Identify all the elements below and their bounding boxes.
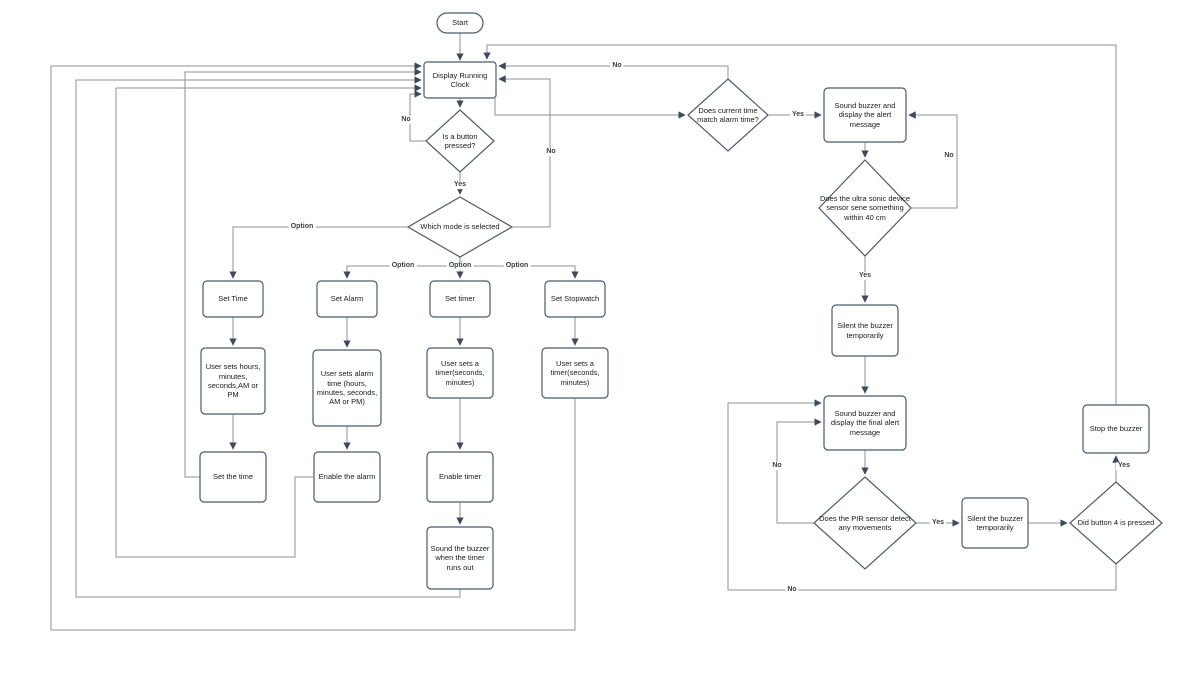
- node-silent-buzzer-temporarily-1: Silent the buzzer temporarily: [837, 321, 893, 340]
- set-stopwatch-shape: [544, 280, 606, 318]
- edge-label-option-set-alarm: Option: [389, 262, 417, 270]
- node-set-the-time: Set the time: [212, 472, 254, 482]
- edge-label-option-set-stopwatch: Option: [503, 262, 531, 270]
- set-the-time-shape: [199, 451, 267, 503]
- edge-label-no-alarm-match: No: [610, 62, 624, 70]
- node-pir-sensor: Does the PIR sensor detect any movements: [819, 513, 911, 532]
- node-user-sets-alarm: User sets alarm time (hours, minutes, se…: [316, 369, 378, 407]
- node-sound-timer-buzzer: Sound the buzzer when the timer runs out: [430, 543, 490, 572]
- connector-stopwatch-loop-to-clock: [50, 62, 576, 631]
- alarm-match-diamond-shape: [687, 78, 769, 152]
- is-button-pressed-diamond-shape: [425, 109, 495, 173]
- connector-set-the-time-loop-to-clock: [184, 68, 422, 478]
- connector-layer: [50, 33, 1120, 631]
- edge-label-no-ultrasonic: No: [942, 152, 956, 160]
- sound-timer-buzzer-shape: [426, 526, 494, 590]
- node-silent-buzzer-temporarily-2: Silent the buzzer temporarily: [967, 513, 1023, 532]
- edge-label-option-set-time: Option: [288, 223, 316, 231]
- user-sets-stopwatch-shape: [541, 347, 609, 399]
- node-user-sets-stopwatch: User sets a timer(seconds, minutes): [550, 358, 600, 387]
- edge-label-yes-alarm-match: Yes: [789, 111, 807, 119]
- node-alarm-time-match: Does current time match alarm time?: [697, 105, 759, 124]
- edge-label-option-set-timer: Option: [446, 262, 474, 270]
- enable-alarm-shape: [313, 451, 381, 503]
- pir-sensor-diamond-shape: [813, 476, 917, 570]
- node-stop-the-buzzer: Stop the buzzer: [1089, 424, 1143, 434]
- node-display-running-clock: Display Running Clock: [432, 70, 488, 89]
- node-is-button-pressed: Is a button pressed?: [442, 131, 478, 150]
- enable-timer-shape: [426, 451, 494, 503]
- edge-label-no-pir: No: [770, 462, 784, 470]
- connector-ultrasonic-no-to-buzzer: [908, 111, 958, 209]
- edge-label-yes-button4: Yes: [1115, 462, 1133, 470]
- edge-label-no-button4: No: [785, 586, 799, 594]
- node-user-sets-time: User sets hours, minutes, seconds,AM or …: [205, 362, 261, 400]
- node-sound-final-alert: Sound buzzer and display the final alert…: [830, 408, 900, 437]
- sound-final-alert-shape: [823, 395, 907, 451]
- node-set-time: Set Time: [218, 294, 248, 304]
- node-sound-buzzer-alert: Sound buzzer and display the alert messa…: [834, 100, 896, 129]
- node-set-alarm: Set Alarm: [330, 294, 364, 304]
- user-sets-time-shape: [200, 347, 266, 415]
- connector-mode-option-to-set-time: [229, 226, 408, 279]
- edge-label-yes-ultrasonic: Yes: [856, 272, 874, 280]
- node-set-stopwatch: Set Stopwatch: [550, 294, 600, 304]
- start-terminator-shape: [436, 12, 484, 34]
- connector-button4-no-to-final-alert: [727, 399, 1117, 591]
- connector-enable-alarm-loop-to-clock: [115, 84, 422, 558]
- node-which-mode-selected: Which mode is selected: [420, 222, 500, 232]
- node-enable-timer: Enable timer: [438, 472, 482, 482]
- node-enable-the-alarm: Enable the alarm: [318, 472, 376, 482]
- node-user-sets-timer: User sets a timer(seconds, minutes): [435, 358, 485, 387]
- did-button-4-diamond-shape: [1069, 481, 1163, 565]
- connector-stop-buzzer-loop-to-clock: [483, 44, 1117, 405]
- stop-buzzer-shape: [1082, 404, 1150, 454]
- connector-alarm-no-to-clock: [498, 62, 729, 79]
- edge-label-yes-button-pressed: Yes: [451, 181, 469, 189]
- which-mode-diamond-shape: [406, 196, 514, 258]
- set-alarm-shape: [316, 280, 378, 318]
- connector-timer-buzzer-loop-to-clock: [75, 76, 461, 598]
- set-time-shape: [202, 280, 264, 318]
- silent-buzzer-1-shape: [831, 304, 899, 357]
- edge-label-yes-pir: Yes: [929, 519, 947, 527]
- node-ultrasonic-sensor: Does the ultra sonic device sensor sene …: [819, 193, 911, 222]
- user-sets-timer-shape: [426, 347, 494, 399]
- edge-label-no-button-pressed: No: [399, 116, 413, 124]
- node-start: Start: [452, 18, 468, 28]
- ultrasonic-diamond-shape: [818, 159, 912, 257]
- shape-layer: [199, 12, 1163, 590]
- node-did-button-4-pressed: Did button 4 is pressed: [1077, 518, 1155, 528]
- display-clock-shape: [423, 61, 497, 99]
- connector-clock-to-alarm-match: [494, 98, 686, 119]
- edge-label-no-which-mode: No: [544, 148, 558, 156]
- node-set-timer: Set timer: [444, 294, 475, 304]
- silent-buzzer-2-shape: [961, 497, 1029, 549]
- connector-pir-no-to-final-alert: [776, 418, 822, 524]
- set-timer-shape: [429, 280, 491, 318]
- user-sets-alarm-shape: [312, 349, 382, 427]
- sound-buzzer-alert-shape: [823, 87, 907, 143]
